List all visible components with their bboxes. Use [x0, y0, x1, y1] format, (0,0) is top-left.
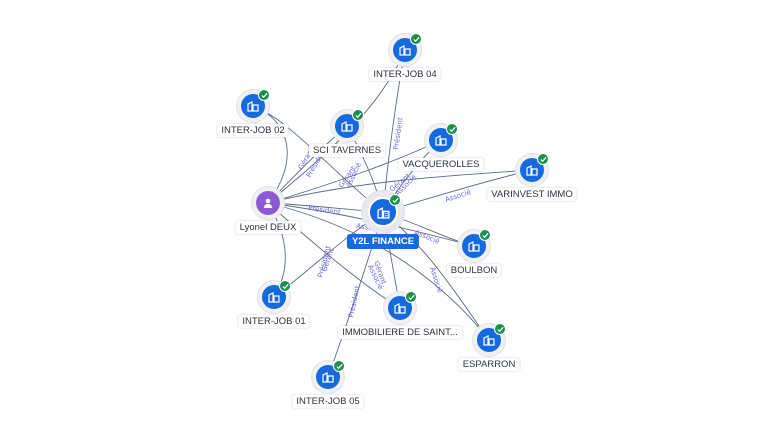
edge-label-associe-var: Associé [444, 188, 472, 204]
verified-check-icon [405, 291, 417, 303]
edge-lyonel-esparron [267, 202, 490, 341]
node-label: IMMOBILIERE DE SAINT... [338, 326, 462, 339]
node-label: Lyonel DEUX [235, 221, 301, 234]
edge-label-president-05: Président [347, 285, 362, 319]
node-label: INTER-JOB 01 [238, 315, 310, 328]
verified-check-icon [446, 123, 458, 135]
node-label: BOULBON [446, 264, 502, 277]
node-label: VACQUEROLLES [398, 158, 484, 171]
edge-lyonel-var [267, 169, 533, 204]
verified-check-icon [410, 33, 422, 45]
node-label: VARINVEST IMMO [487, 188, 577, 201]
node-label: ESPARRON [458, 358, 520, 371]
verified-check-icon [389, 194, 401, 206]
node-label: INTER-JOB 04 [369, 68, 441, 81]
verified-check-icon [494, 323, 506, 335]
node-label: INTER-JOB 05 [292, 395, 364, 408]
edge-label-president-lyonel: Président [308, 204, 342, 217]
verified-check-icon [333, 360, 345, 372]
edge-label-associe-esp: Associé [428, 266, 444, 294]
node-label: Y2L FINANCE [346, 234, 420, 249]
verified-check-icon [258, 89, 270, 101]
company-icon [388, 296, 412, 320]
node-label: SCI TAVERNES [308, 144, 386, 157]
node-label: INTER-JOB 02 [217, 124, 289, 137]
verified-check-icon [279, 280, 291, 292]
verified-check-icon [352, 109, 364, 121]
verified-check-icon [537, 153, 549, 165]
person-icon [256, 191, 280, 215]
verified-check-icon [479, 229, 491, 241]
